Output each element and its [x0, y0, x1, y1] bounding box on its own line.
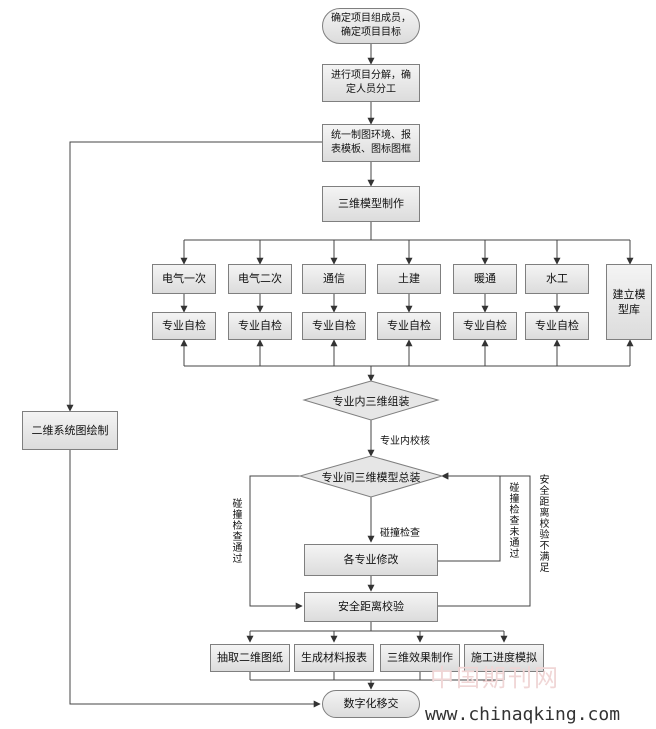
- output-node: 三维效果制作: [380, 644, 460, 672]
- unify-node: 统一制图环境、报 表模板、图标图框: [322, 124, 420, 162]
- discipline-node: 水工: [525, 264, 589, 294]
- discipline-node: 暖通: [453, 264, 517, 294]
- end-node: 数字化移交: [322, 690, 420, 718]
- model-label: 三维模型制作: [338, 197, 404, 211]
- collision-fail-label: 碰撞检查未通过: [507, 482, 518, 559]
- discipline-label: 水工: [546, 272, 568, 286]
- discipline-label: 电气一次: [162, 272, 206, 286]
- self-check-node: 专业自检: [525, 312, 589, 340]
- output-node: 施工进度模拟: [464, 644, 544, 672]
- collision-pass-label: 碰撞检查通过: [230, 498, 241, 564]
- self-check-label: 专业自检: [312, 319, 356, 333]
- safety-node: 安全距离校验: [304, 592, 438, 622]
- system-drawing-node: 二维系统图绘制: [22, 411, 118, 450]
- self-check-node: 专业自检: [377, 312, 441, 340]
- discipline-node: 土建: [377, 264, 441, 294]
- end-label: 数字化移交: [343, 697, 399, 711]
- self-check-label: 专业自检: [238, 319, 282, 333]
- decision-inter-shape: [298, 455, 444, 498]
- library-node: 建立模 型库: [606, 264, 652, 340]
- discipline-label: 电气二次: [238, 272, 282, 286]
- intra-check-label: 专业内校核: [380, 436, 430, 447]
- discipline-label: 暖通: [474, 272, 496, 286]
- decision-inter-label: 专业间三维模型总装: [321, 471, 421, 484]
- discipline-node: 电气二次: [228, 264, 292, 294]
- output-label: 三维效果制作: [387, 651, 453, 665]
- self-check-label: 专业自检: [387, 319, 431, 333]
- discipline-node: 电气一次: [152, 264, 216, 294]
- discipline-label: 土建: [398, 272, 420, 286]
- safety-label: 安全距离校验: [338, 600, 404, 614]
- unify-line2: 表模板、图标图框: [331, 144, 411, 155]
- decision-intra-shape: [302, 380, 440, 421]
- model-node: 三维模型制作: [322, 186, 420, 222]
- start-line2: 确定项目目标: [341, 27, 401, 38]
- discipline-node: 通信: [302, 264, 366, 294]
- start-line1: 确定项目组成员，: [331, 13, 411, 24]
- self-check-node: 专业自检: [453, 312, 517, 340]
- watermark-url: www.chinaqking.com: [425, 704, 621, 725]
- decompose-node: 进行项目分解，确 定人员分工: [322, 64, 420, 102]
- decompose-line1: 进行项目分解，确: [331, 70, 411, 81]
- decision-intra-label: 专业内三维组装: [332, 395, 410, 408]
- modify-label: 各专业修改: [343, 553, 399, 567]
- watermark-cn: 中国期刊网: [430, 664, 560, 692]
- output-node: 抽取二维图纸: [210, 644, 290, 672]
- self-check-label: 专业自检: [162, 319, 206, 333]
- output-node: 生成材料报表: [294, 644, 374, 672]
- modify-node: 各专业修改: [304, 544, 438, 576]
- self-check-node: 专业自检: [228, 312, 292, 340]
- discipline-label: 通信: [323, 272, 345, 286]
- self-check-node: 专业自检: [302, 312, 366, 340]
- output-label: 生成材料报表: [301, 651, 367, 665]
- self-check-label: 专业自检: [535, 319, 579, 333]
- output-label: 抽取二维图纸: [217, 651, 283, 665]
- self-check-node: 专业自检: [152, 312, 216, 340]
- start-node: 确定项目组成员， 确定项目目标: [322, 8, 420, 44]
- safety-fail-label: 安全距离校验不满足: [537, 474, 548, 573]
- self-check-label: 专业自检: [463, 319, 507, 333]
- library-line2: 型库: [618, 303, 640, 316]
- output-label: 施工进度模拟: [471, 651, 537, 665]
- decompose-line2: 定人员分工: [346, 84, 396, 95]
- collision-check-label: 碰撞检查: [380, 528, 420, 539]
- unify-line1: 统一制图环境、报: [331, 130, 411, 141]
- system-drawing-label: 二维系统图绘制: [31, 423, 109, 437]
- library-line1: 建立模: [612, 287, 646, 301]
